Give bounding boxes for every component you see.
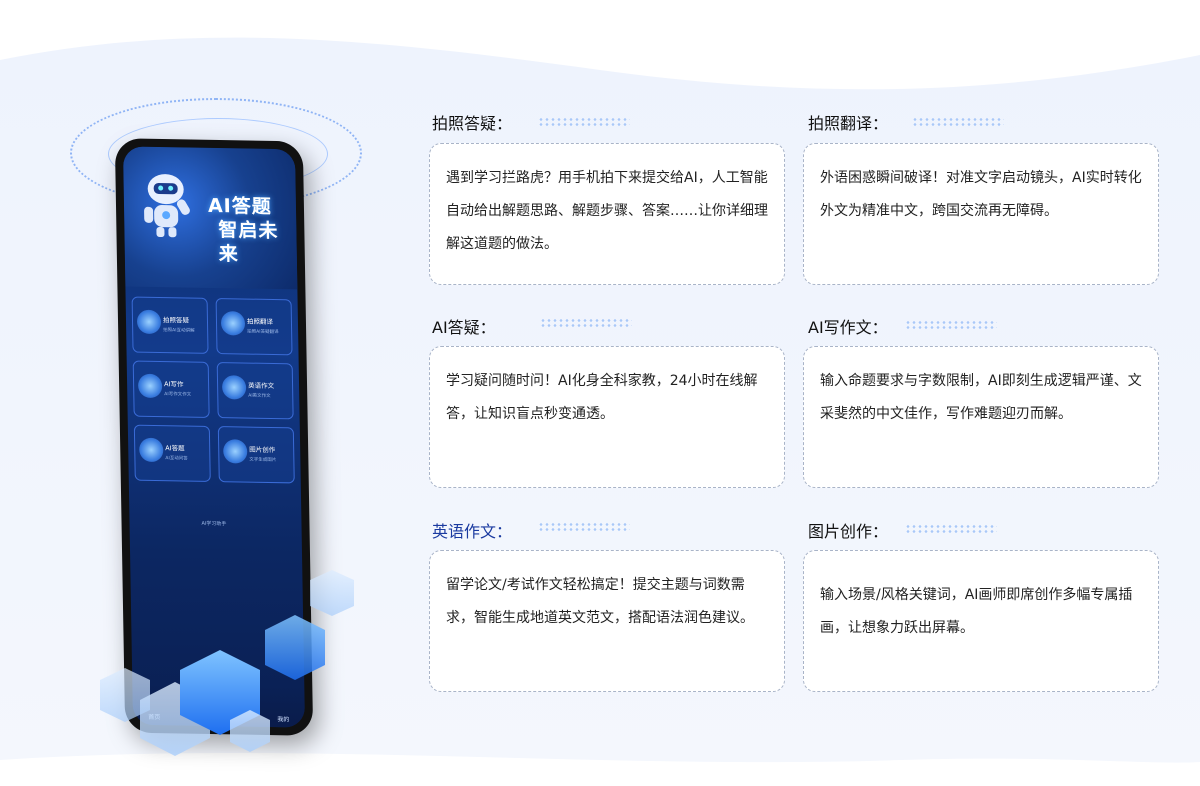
phone-device: AI答题 智启未来 拍照答疑 拍照AI互动讲解 拍照翻译 拍照AI答疑翻译	[114, 138, 314, 736]
robot-icon	[220, 311, 246, 336]
hero-title-line2: 智启未来	[218, 219, 279, 266]
title-dots-decoration	[538, 522, 630, 532]
phone-hero-title: AI答题 智启未来	[208, 194, 297, 268]
feature-card-ai-writing: 输入命题要求与字数限制，AI即刻生成逻辑严谨、文采斐然的中文佳作，写作难题迎刃而…	[803, 346, 1159, 488]
phone-feature-grid: 拍照答疑 拍照AI互动讲解 拍照翻译 拍照AI答疑翻译 AI写作 AI写作文作文…	[131, 296, 295, 484]
title-dots-decoration	[540, 318, 632, 328]
feature-title-photo-qa: 拍照答疑：	[432, 114, 513, 133]
feature-text: 外语困惑瞬间破译！对准文字启动镜头，AI实时转化外文为精准中文，跨国交流再无障碍…	[820, 170, 1142, 219]
feature-title-ai-qa: AI答疑：	[432, 318, 496, 337]
tile-title: AI答题	[165, 444, 185, 453]
tile-title: 拍照翻译	[246, 317, 274, 327]
tile-subtitle: 拍照AI互动讲解	[163, 328, 195, 334]
phone-tile-ai-writing: AI写作 AI写作文作文	[132, 360, 210, 418]
feature-text: 输入命题要求与字数限制，AI即刻生成逻辑严谨、文采斐然的中文佳作，写作难题迎刃而…	[820, 373, 1142, 422]
feature-card-image-creation: 输入场景/风格关键词，AI画师即席创作多幅专属插画，让想象力跃出屏幕。	[803, 550, 1159, 692]
tile-subtitle: AI英文作文	[248, 393, 271, 399]
phone-tile-photo-qa: 拍照答疑 拍照AI互动讲解	[131, 296, 209, 354]
robot-icon	[136, 309, 162, 335]
feature-text: 留学论文/考试作文轻松搞定！提交主题与词数需求，智能生成地道英文范文，搭配语法润…	[446, 577, 754, 626]
robot-icon	[144, 174, 190, 238]
robot-icon	[139, 437, 164, 463]
feature-card-photo-translate: 外语困惑瞬间破译！对准文字启动镜头，AI实时转化外文为精准中文，跨国交流再无障碍…	[803, 143, 1159, 285]
phone-illustration: AI答题 智启未来 拍照答疑 拍照AI互动讲解 拍照翻译 拍照AI答疑翻译	[60, 90, 420, 770]
feature-card-ai-qa: 学习疑问随时问！AI化身全科家教，24小时在线解答，让知识盲点秒变通透。	[429, 346, 785, 488]
ai-icon	[137, 373, 163, 399]
feature-text: 遇到学习拦路虎？用手机拍下来提交给AI，人工智能自动给出解题思路、解题步骤、答案…	[446, 170, 768, 252]
tile-title: AI写作	[164, 380, 184, 389]
feature-card-photo-qa: 遇到学习拦路虎？用手机拍下来提交给AI，人工智能自动给出解题思路、解题步骤、答案…	[429, 143, 785, 285]
phone-tile-image-creation: 图片创作 文字生成图片	[217, 426, 295, 484]
title-dots-decoration	[912, 117, 1004, 127]
tile-subtitle: AI互动问答	[165, 456, 188, 462]
feature-text: 输入场景/风格关键词，AI画师即席创作多幅专属插画，让想象力跃出屏幕。	[820, 587, 1133, 636]
title-dots-decoration	[538, 117, 630, 127]
tile-title: 拍照答疑	[162, 316, 190, 325]
feature-title-photo-translate: 拍照翻译：	[808, 114, 889, 133]
phone-mini-label: AI学习助手	[201, 520, 227, 528]
tile-subtitle: 拍照AI答疑翻译	[247, 329, 279, 336]
phone-tile-photo-translate: 拍照翻译 拍照AI答疑翻译	[215, 298, 293, 356]
tile-title: 图片创作	[249, 445, 276, 455]
feature-title-image-creation: 图片创作：	[808, 522, 889, 541]
hero-title-line1: AI答题	[207, 194, 272, 218]
phone-screen: AI答题 智启未来 拍照答疑 拍照AI互动讲解 拍照翻译 拍照AI答疑翻译	[122, 146, 306, 728]
decorative-cubes	[100, 570, 354, 756]
feature-card-english-essay: 留学论文/考试作文轻松搞定！提交主题与词数需求，智能生成地道英文范文，搭配语法润…	[429, 550, 785, 692]
tile-title: 英语作文	[248, 381, 275, 391]
phone-tile-english-essay: 英语作文 AI英文作文	[216, 362, 294, 420]
image-icon	[223, 439, 248, 464]
tile-subtitle: 文字生成图片	[249, 457, 277, 464]
feature-text: 学习疑问随时问！AI化身全科家教，24小时在线解答，让知识盲点秒变通透。	[446, 373, 758, 422]
title-dots-decoration	[905, 524, 997, 534]
feature-title-ai-writing: AI写作文：	[808, 318, 888, 337]
robot-icon	[221, 375, 247, 400]
title-dots-decoration	[905, 320, 997, 330]
tile-subtitle: AI写作文作文	[164, 392, 192, 398]
phone-hero-banner: AI答题 智启未来	[122, 146, 298, 290]
phone-tile-ai-answer: AI答题 AI互动问答	[133, 424, 211, 482]
feature-title-english-essay: 英语作文：	[432, 522, 513, 541]
